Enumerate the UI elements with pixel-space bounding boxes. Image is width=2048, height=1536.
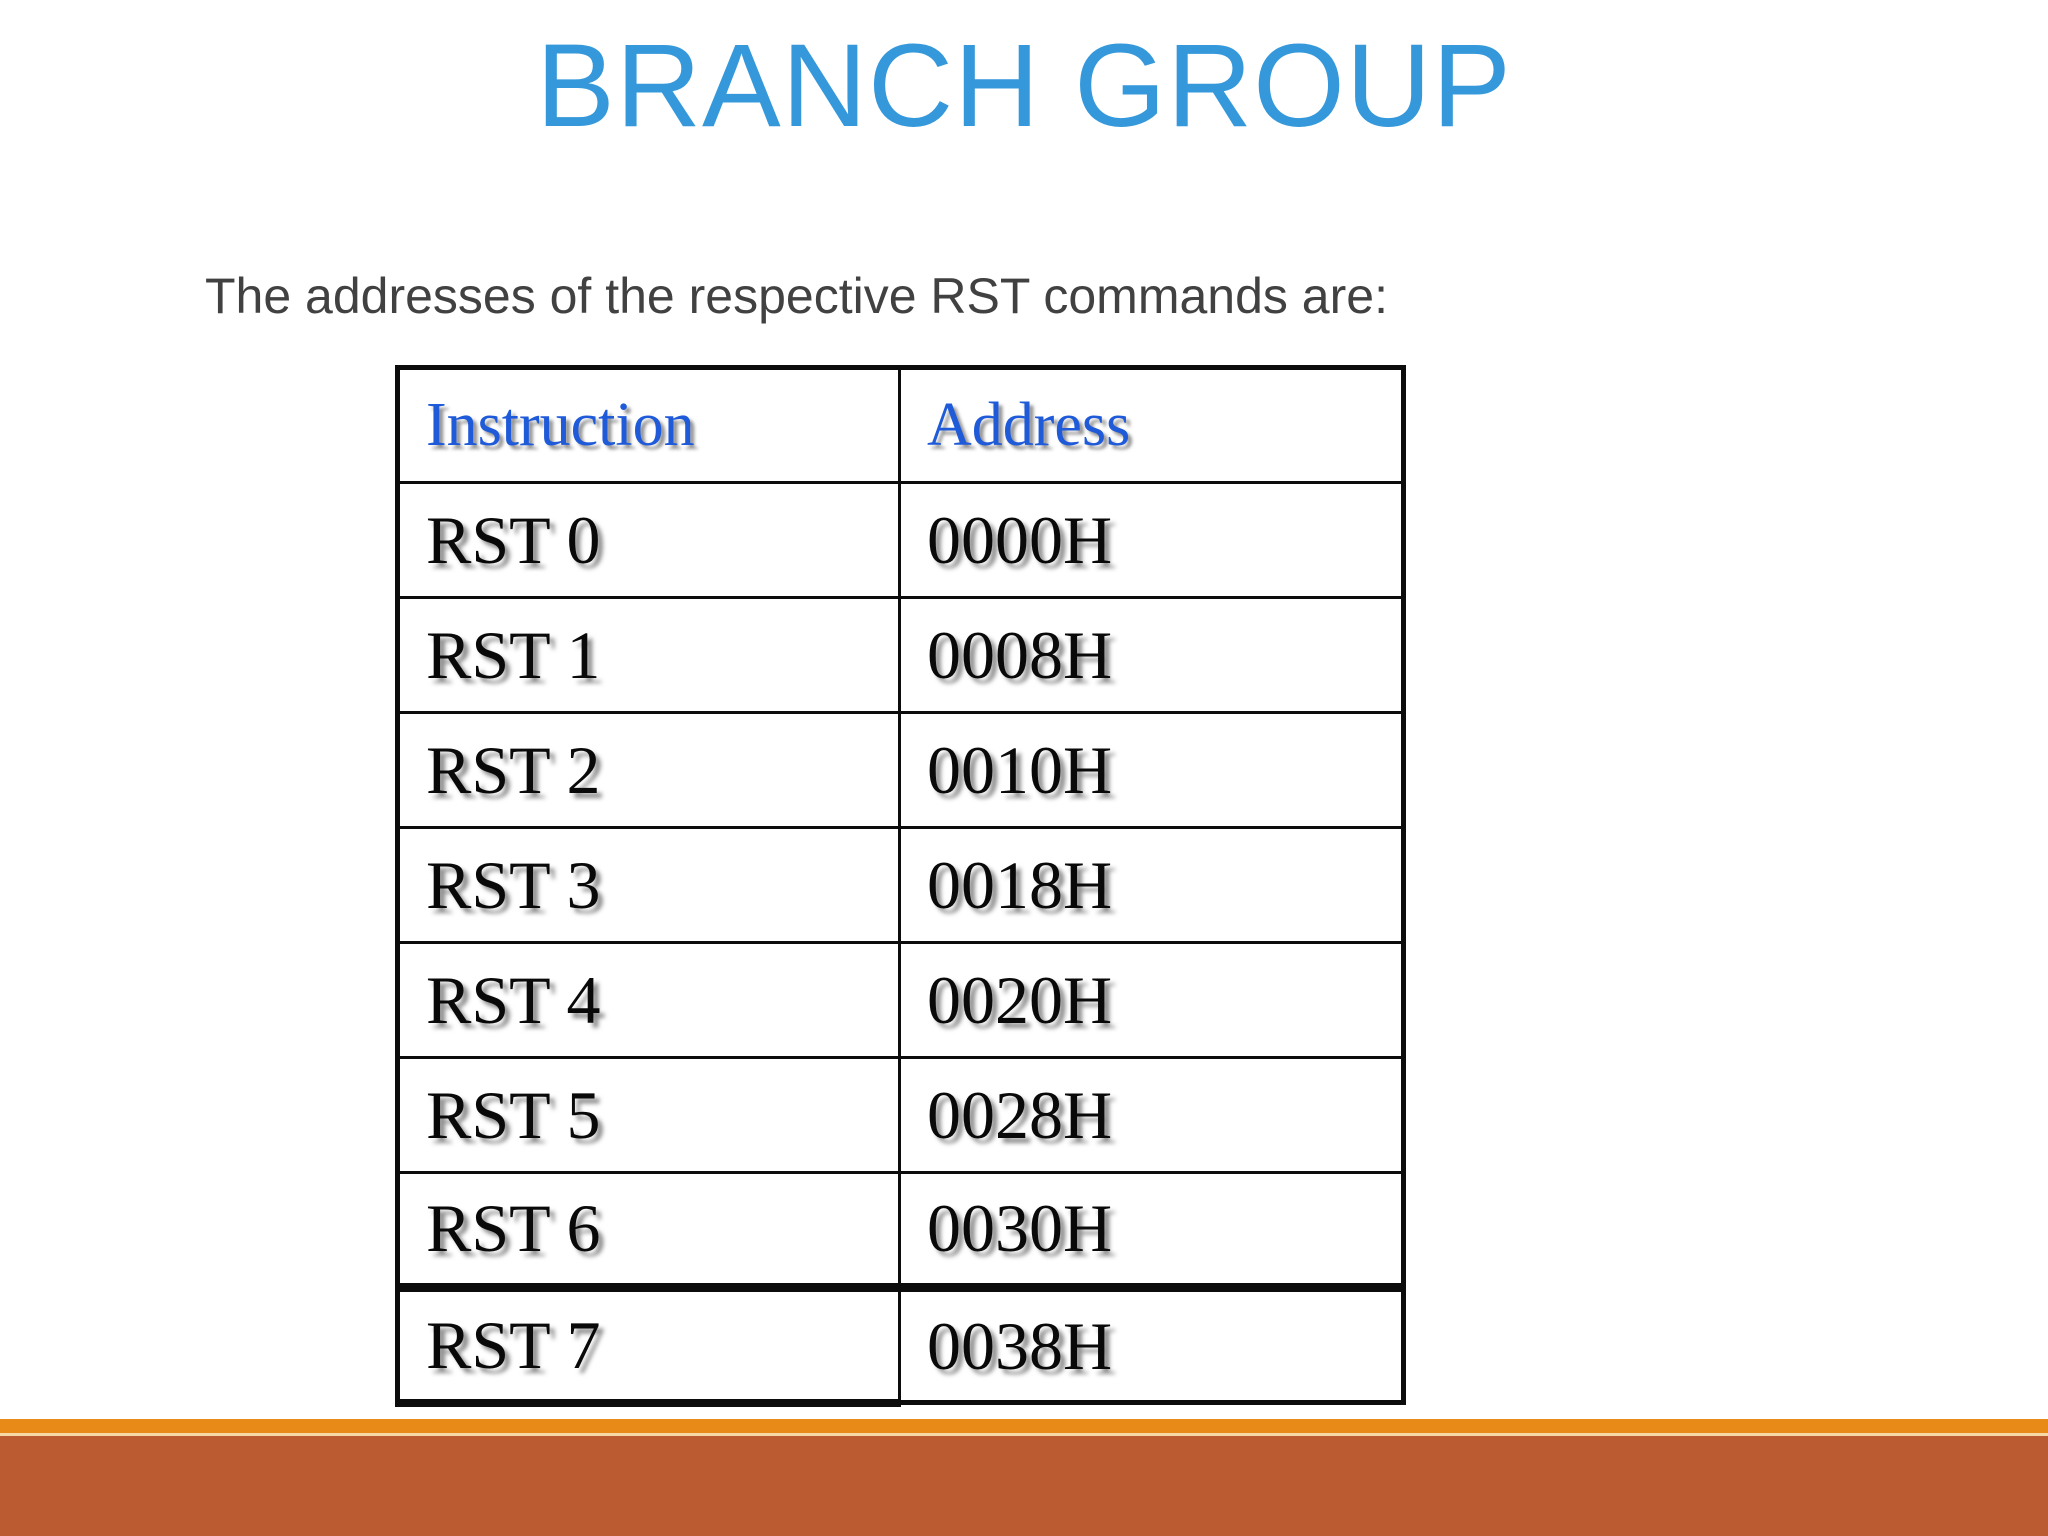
cell-instruction: RST 5 bbox=[396, 1056, 901, 1174]
cell-instruction: RST 6 bbox=[396, 1171, 901, 1289]
cell-address: 0028H bbox=[898, 1056, 1405, 1174]
cell-instruction: RST 7 bbox=[396, 1283, 901, 1407]
cell-address: 0038H bbox=[898, 1283, 1405, 1404]
table-body: RST 0 0000H RST 1 0008H RST 2 0010H RST … bbox=[396, 481, 1405, 1407]
table-row: RST 0 0000H bbox=[396, 481, 1405, 599]
table-row: RST 1 0008H bbox=[396, 596, 1405, 714]
cell-instruction: RST 0 bbox=[396, 481, 901, 599]
page-title: BRANCH GROUP bbox=[536, 20, 1512, 152]
table-row: RST 6 0030H bbox=[396, 1171, 1405, 1289]
table-row: RST 4 0020H bbox=[396, 941, 1405, 1059]
cell-instruction: RST 2 bbox=[396, 711, 901, 829]
footer-band-brick bbox=[0, 1436, 2048, 1536]
cell-instruction: RST 3 bbox=[396, 826, 901, 944]
rst-address-table: Instruction Address RST 0 0000H RST 1 00… bbox=[395, 365, 1406, 1407]
footer-band-highlight bbox=[0, 1433, 2048, 1436]
cell-address: 0020H bbox=[898, 941, 1405, 1059]
table-row: RST 5 0028H bbox=[396, 1056, 1405, 1174]
cell-address: 0000H bbox=[898, 481, 1405, 599]
body-text: The addresses of the respective RST comm… bbox=[205, 268, 1388, 324]
table-row: RST 7 0038H bbox=[396, 1283, 1405, 1407]
column-header-instruction: Instruction bbox=[396, 366, 901, 484]
cell-instruction: RST 4 bbox=[396, 941, 901, 1059]
column-header-address: Address bbox=[898, 366, 1405, 484]
table-header: Instruction Address bbox=[396, 366, 1405, 484]
table-row: RST 3 0018H bbox=[396, 826, 1405, 944]
cell-address: 0010H bbox=[898, 711, 1405, 829]
table-header-row: Instruction Address bbox=[396, 366, 1405, 484]
cell-address: 0008H bbox=[898, 596, 1405, 714]
footer-band-orange bbox=[0, 1419, 2048, 1433]
table: Instruction Address RST 0 0000H RST 1 00… bbox=[395, 365, 1406, 1407]
cell-address: 0018H bbox=[898, 826, 1405, 944]
cell-instruction: RST 1 bbox=[396, 596, 901, 714]
cell-address: 0030H bbox=[898, 1171, 1405, 1289]
table-row: RST 2 0010H bbox=[396, 711, 1405, 829]
